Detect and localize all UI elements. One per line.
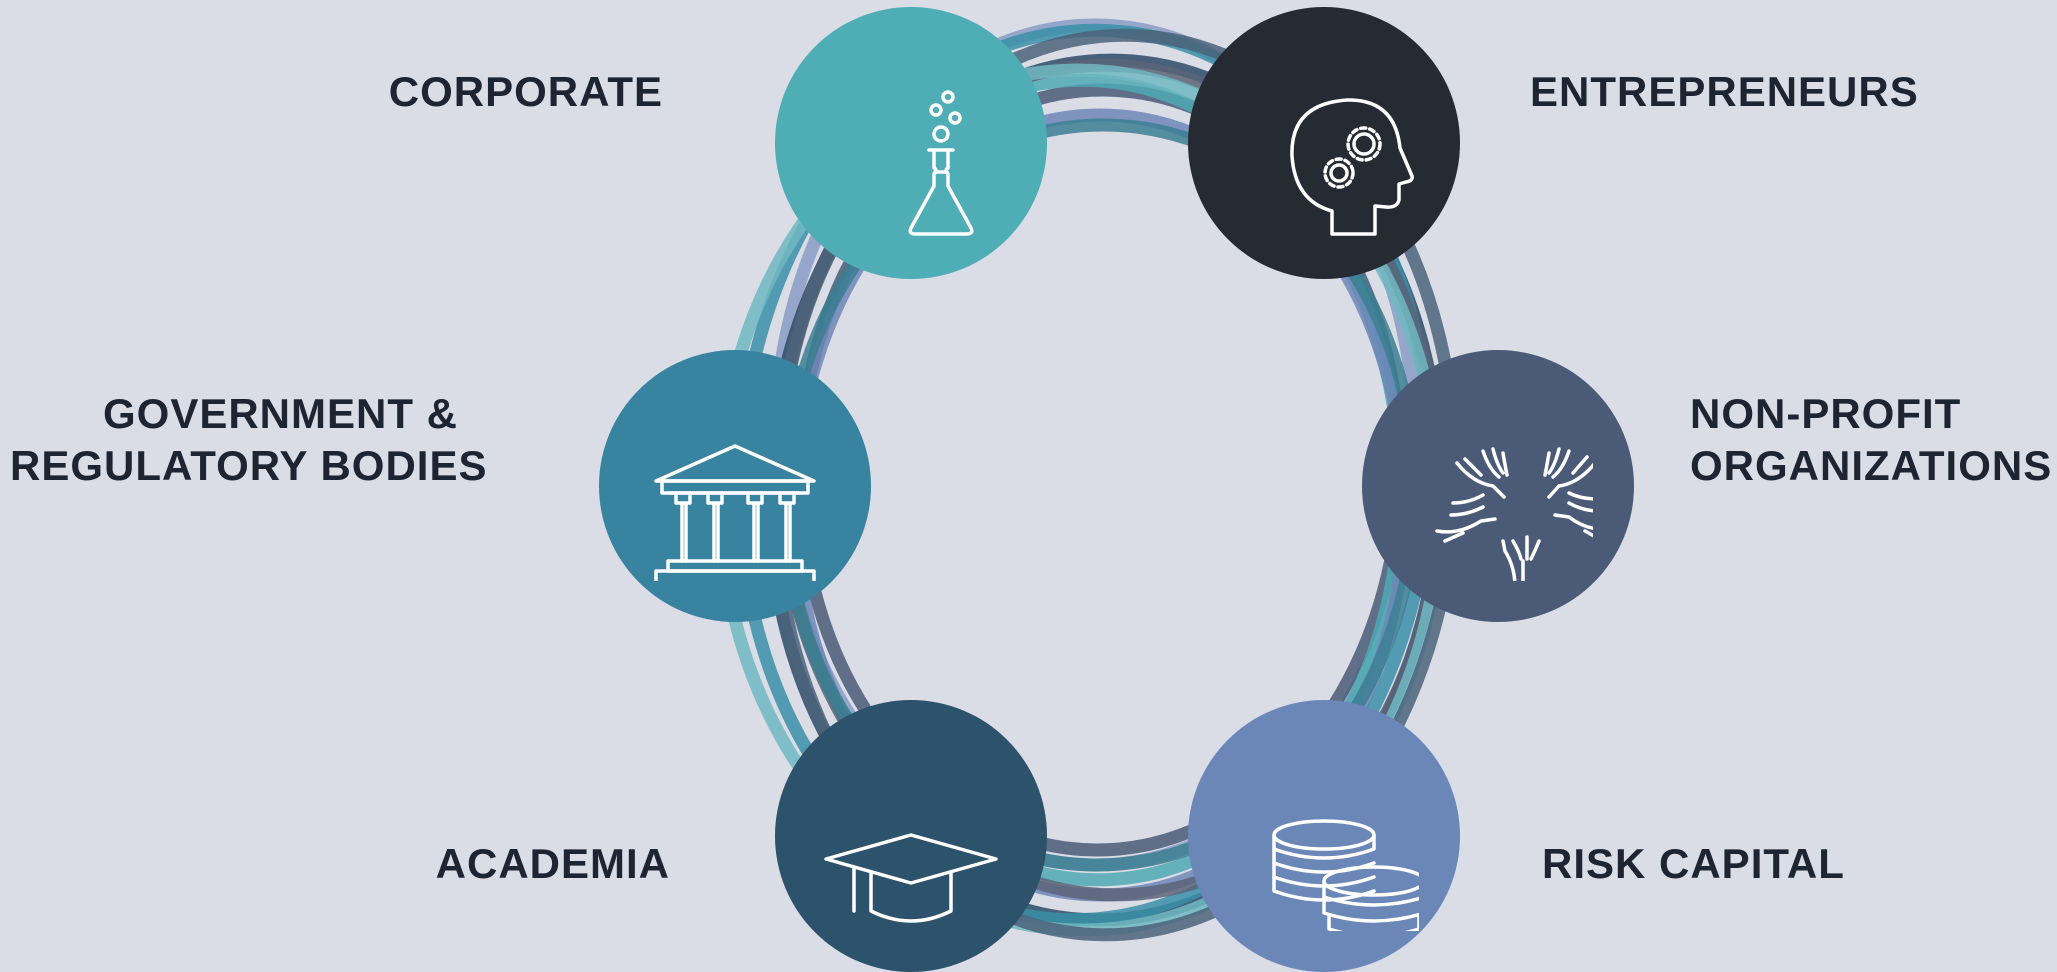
head-gears-icon bbox=[1290, 98, 1414, 236]
risk-capital-label: RISK CAPITAL bbox=[1542, 838, 1845, 890]
government-building-icon bbox=[654, 444, 816, 581]
flask-icon bbox=[908, 90, 974, 236]
government-label: GOVERNMENT & REGULATORY BODIES bbox=[10, 388, 488, 492]
entrepreneurs-label: ENTREPRENEURS bbox=[1530, 66, 1919, 118]
non-profit-label-line-2: ORGANIZATIONS bbox=[1690, 442, 2053, 489]
non-profit-label: NON-PROFIT ORGANIZATIONS bbox=[1690, 388, 2052, 492]
hands-icon bbox=[1435, 447, 1593, 581]
risk-capital-label-line: RISK CAPITAL bbox=[1542, 840, 1845, 887]
academia-node bbox=[775, 700, 1047, 972]
corporate-node bbox=[775, 7, 1047, 279]
entrepreneurs-node bbox=[1188, 7, 1460, 279]
non-profit-node bbox=[1362, 350, 1634, 622]
risk-capital-node bbox=[1188, 700, 1460, 972]
entrepreneurs-label-line: ENTREPRENEURS bbox=[1530, 68, 1919, 115]
academia-label-line: ACADEMIA bbox=[435, 840, 670, 887]
non-profit-label-line-1: NON-PROFIT bbox=[1690, 390, 1962, 437]
corporate-label: CORPORATE bbox=[303, 66, 663, 118]
government-node bbox=[599, 350, 871, 622]
corporate-label-line: CORPORATE bbox=[388, 68, 663, 115]
government-label-line-2: REGULATORY BODIES bbox=[10, 442, 488, 489]
graduation-cap-icon bbox=[824, 833, 998, 923]
academia-label: ACADEMIA bbox=[310, 838, 670, 890]
government-label-line-1: GOVERNMENT & bbox=[102, 390, 458, 437]
coins-icon bbox=[1272, 819, 1419, 931]
